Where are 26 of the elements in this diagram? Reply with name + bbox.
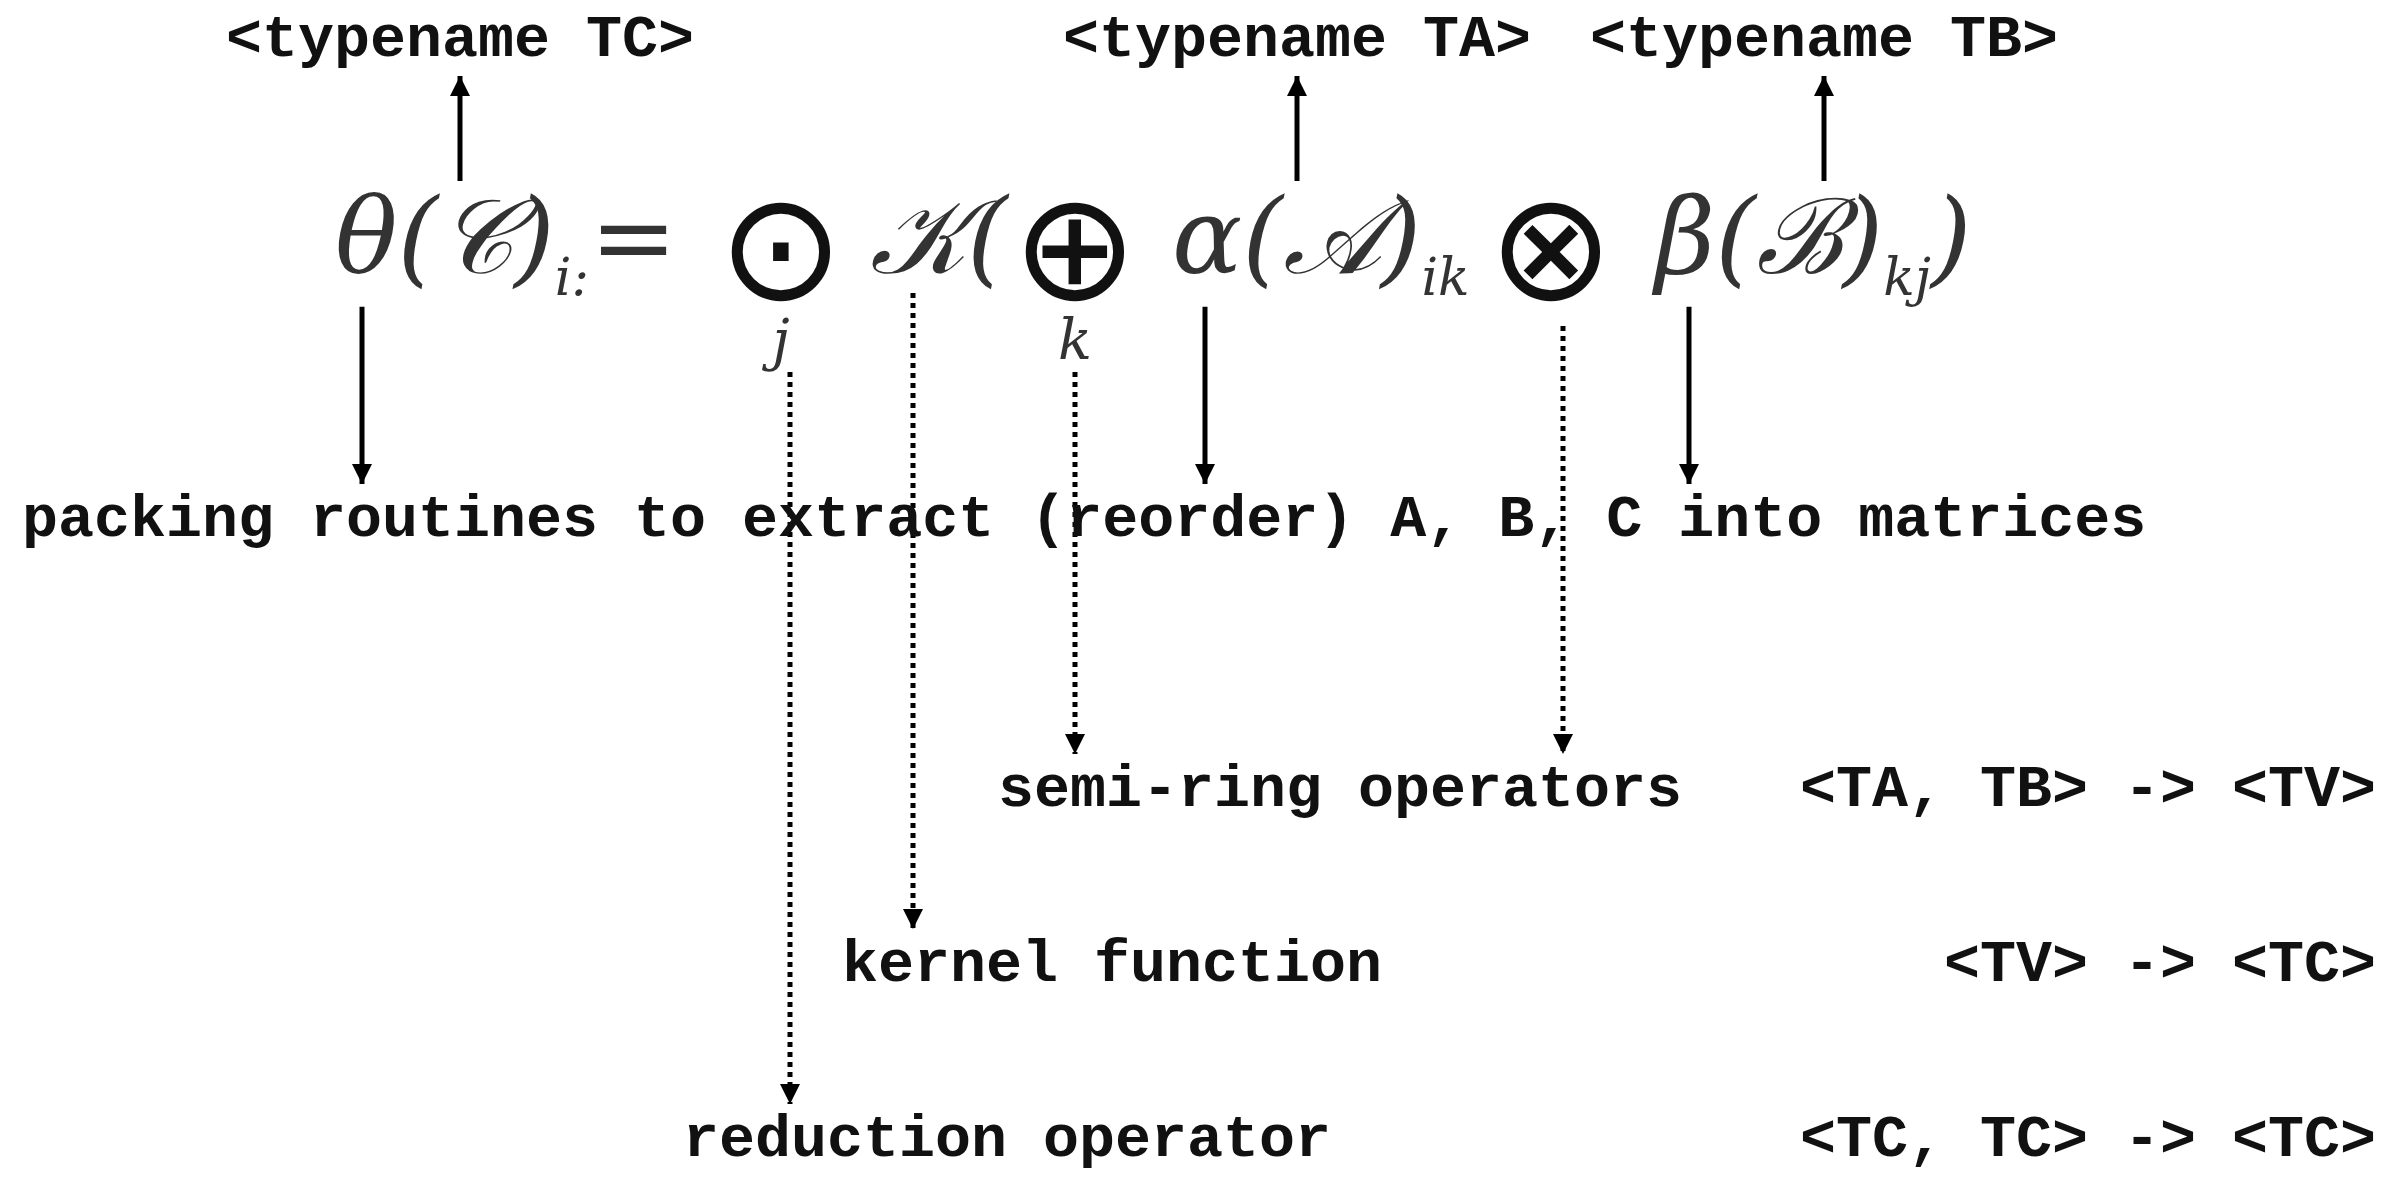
arrow	[1287, 76, 1307, 181]
type-annotation: <typename TB>	[1590, 10, 2059, 70]
type-annotation: <typename TC>	[226, 10, 695, 70]
arrow	[1814, 76, 1834, 181]
operator-symbol: ⊗	[1488, 172, 1614, 322]
annotation-text: reduction operator	[683, 1110, 1332, 1170]
type-annotation: <typename TA>	[1063, 10, 1532, 70]
equals-sign: =	[590, 185, 678, 289]
type-signature: <TC, TC> -> <TC>	[1800, 1110, 2377, 1170]
annotation-text: kernel function	[842, 935, 1383, 995]
annotation-text: semi-ring operators	[998, 760, 1683, 820]
arrow	[352, 306, 372, 484]
arrow	[780, 372, 800, 1104]
type-signature: <TA, TB> -> <TV>	[1800, 760, 2377, 820]
arrow	[450, 76, 470, 181]
annotation-text: packing routines to extract (reorder) A, B, C into matrices	[22, 490, 2147, 550]
formula-term: α(𝒜)$_{ik}$	[1172, 185, 1470, 303]
arrow	[1679, 306, 1699, 484]
indexed-operator: ⊕k	[1012, 172, 1138, 368]
arrow	[1195, 306, 1215, 484]
type-signature: <TV> -> <TC>	[1944, 935, 2377, 995]
formula-term: 𝒦(	[870, 185, 1008, 289]
arrow	[1553, 326, 1573, 754]
arrow	[903, 293, 923, 929]
formula-term: θ(𝒞)$_{i:}$	[335, 185, 589, 303]
arrow	[1065, 372, 1085, 754]
